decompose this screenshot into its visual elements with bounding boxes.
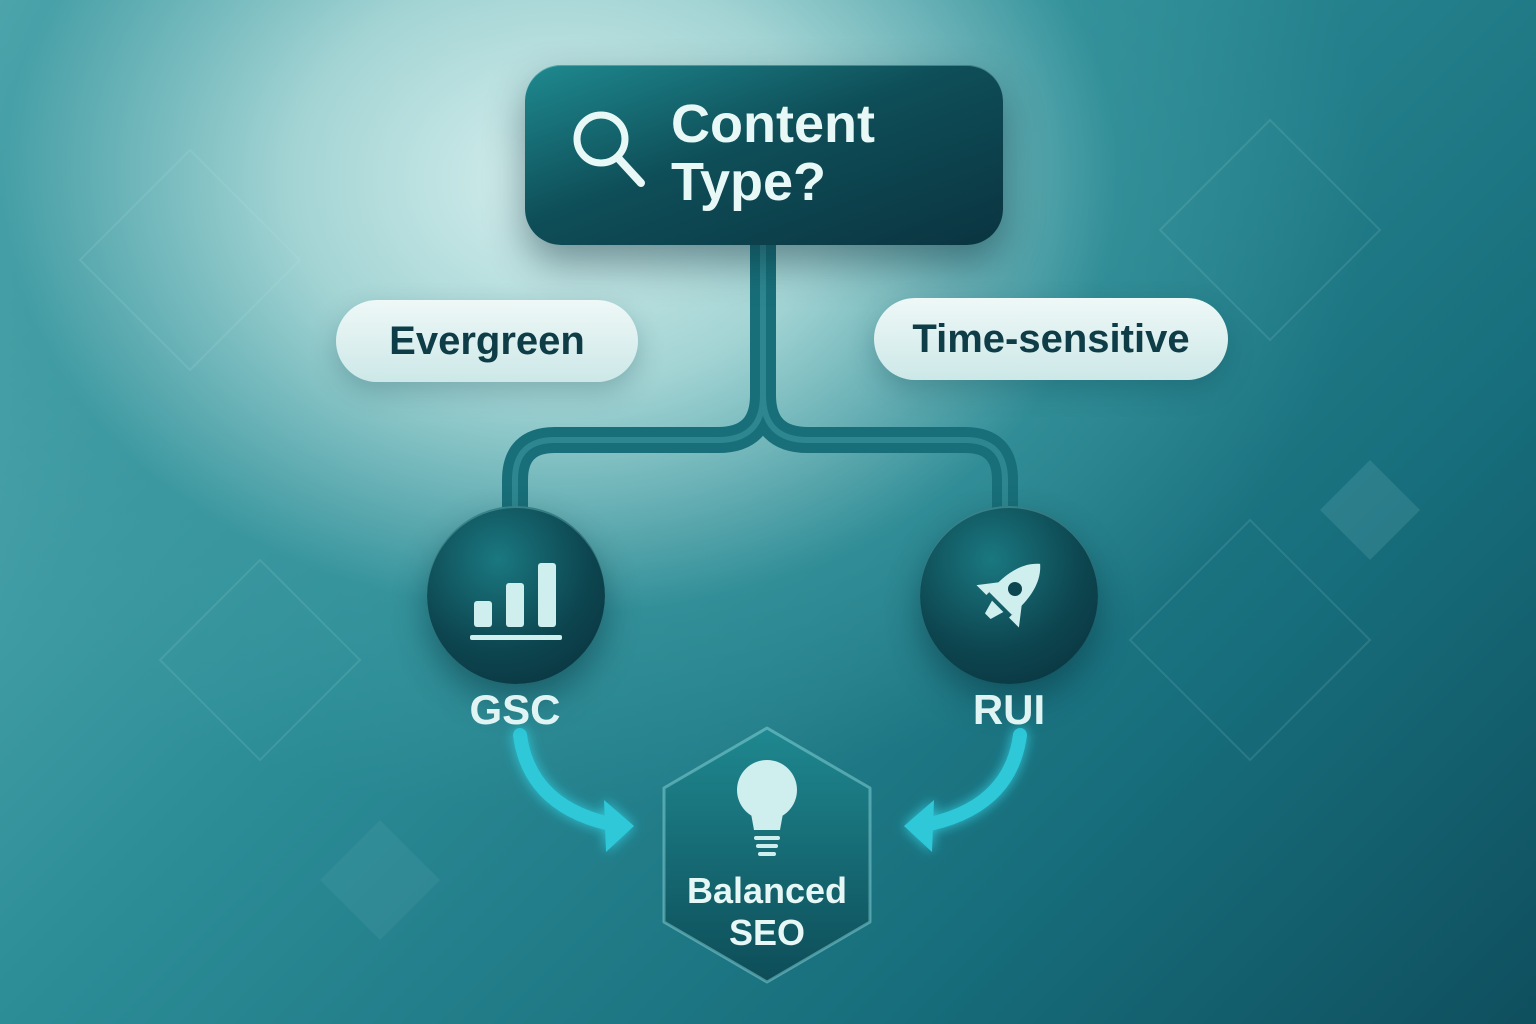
rui-node bbox=[920, 506, 1098, 684]
branch-label-evergreen: Evergreen bbox=[336, 300, 638, 382]
branch-label-time-sensitive: Time-sensitive bbox=[874, 298, 1228, 380]
decision-question: Content Type? bbox=[671, 94, 875, 212]
gsc-node bbox=[427, 506, 605, 684]
gsc-label: GSC bbox=[469, 686, 561, 733]
search-icon bbox=[573, 111, 645, 187]
bar-chart-icon bbox=[470, 563, 562, 640]
branch-connector bbox=[502, 231, 1018, 525]
lightbulb-icon bbox=[737, 760, 797, 856]
branch-connector-highlight bbox=[512, 241, 1008, 515]
outcome-node bbox=[662, 726, 872, 984]
arrow-right bbox=[913, 728, 1027, 833]
decision-node: Content Type? bbox=[525, 65, 1003, 245]
rocket-icon bbox=[976, 563, 1041, 628]
outcome-label: Balanced SEO bbox=[686, 870, 848, 953]
arrow-left bbox=[513, 728, 627, 833]
rui-label: RUI bbox=[972, 686, 1046, 733]
